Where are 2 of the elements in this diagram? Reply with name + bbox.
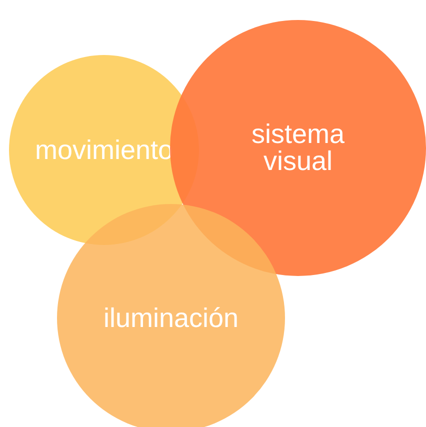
circle-label: sistema visual bbox=[250, 121, 346, 175]
circle-label: iluminación bbox=[103, 304, 239, 332]
